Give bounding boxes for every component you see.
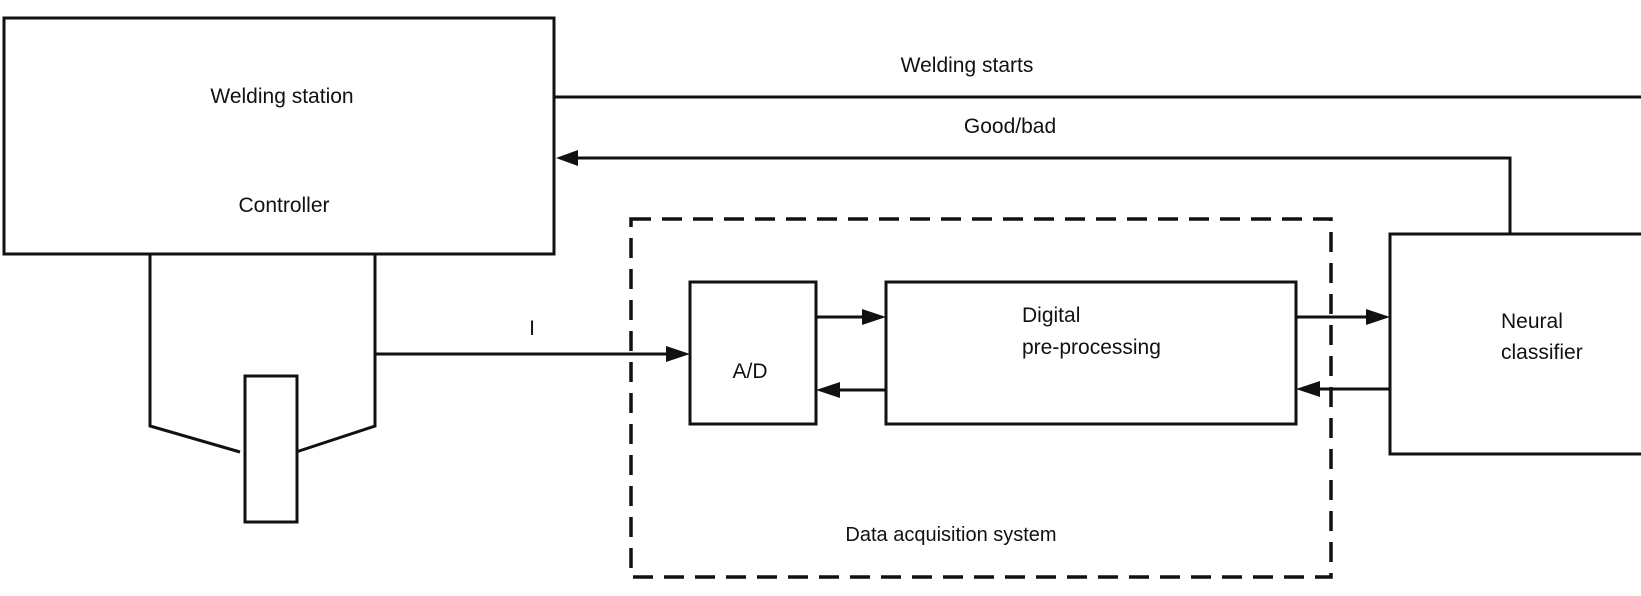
digital-label: Digital [1022,304,1080,327]
neural-classifier-block: Neural classifier [1388,232,1641,456]
dsp-to-neural-arrow [1296,309,1390,325]
current-arrowhead [666,346,690,362]
dsp-to-ad-arrow [816,382,886,398]
data-acquisition-label: Data acquisition system [845,524,1056,546]
good-bad-line: Good/bad [556,115,1512,234]
neural-label: Neural [1501,310,1563,333]
welding-starts-line: Welding starts [554,54,1641,99]
welding-station-label: Welding station [210,85,353,108]
digital-preprocessing-block: Digital pre-processing [884,280,1298,426]
ad-converter-block: A/D [688,280,818,426]
current-signal-line: I [375,317,690,362]
preprocessing-label: pre-processing [1022,336,1161,359]
current-signal-label: I [529,317,535,340]
welding-torch [148,252,377,524]
neural-to-dsp-arrow [1296,381,1390,397]
ad-to-dsp-arrow [816,309,886,325]
classifier-label: classifier [1501,341,1583,364]
data-acquisition-system: Data acquisition system [629,217,1333,579]
welding-starts-label: Welding starts [901,54,1034,77]
good-bad-label: Good/bad [964,115,1056,138]
good-bad-arrowhead [556,150,578,166]
ad-label: A/D [732,360,767,383]
controller-label: Controller [238,194,329,217]
welding-station-block: Welding station Controller [2,16,556,256]
